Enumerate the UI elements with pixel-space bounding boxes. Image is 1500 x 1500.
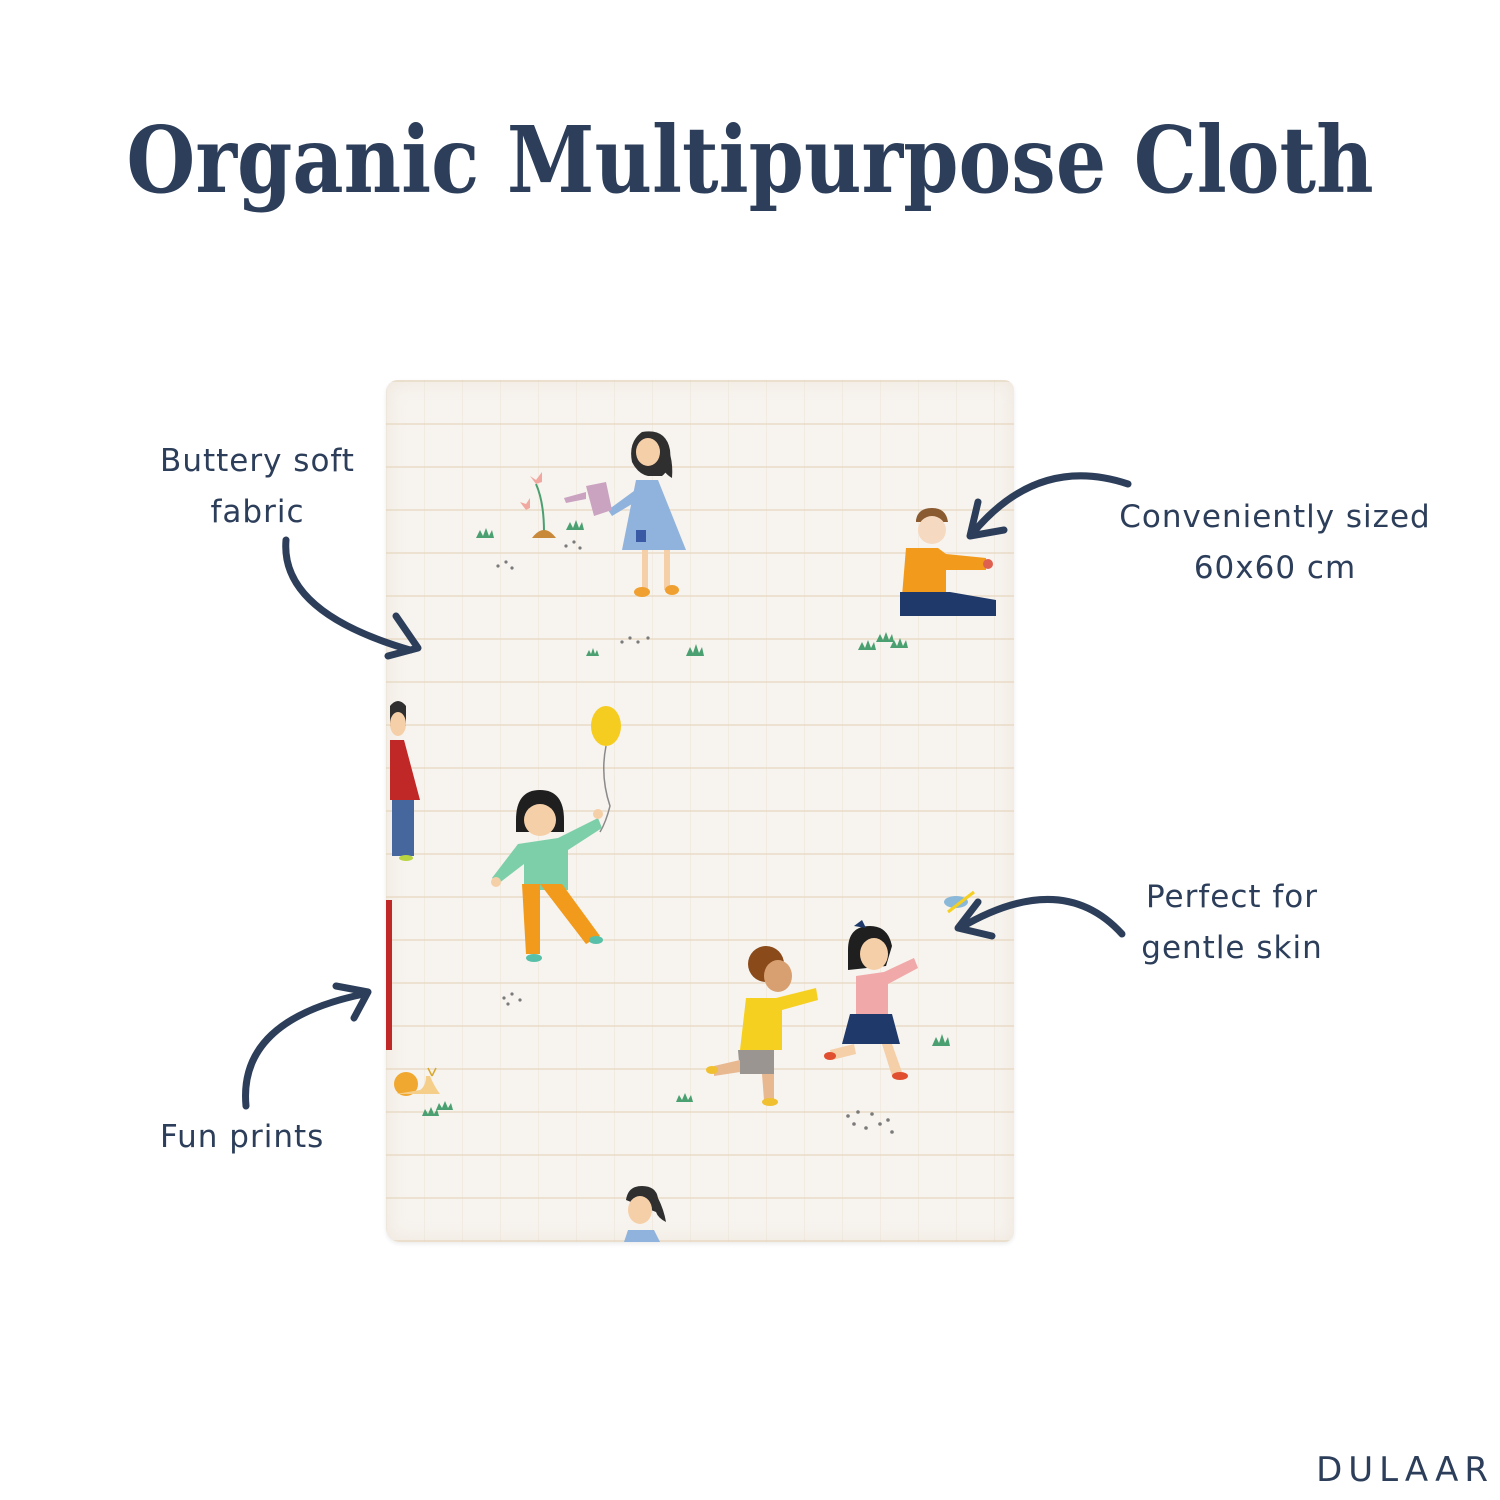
partial-boy-red-shirt-figure — [390, 701, 420, 861]
callout-text-line: Fun prints — [160, 1119, 325, 1155]
callout-text-line: fabric — [210, 494, 305, 530]
girl-with-balloon-figure — [491, 706, 621, 962]
callout-text-line: Conveniently sized — [1119, 499, 1431, 535]
brand-logo: DULAAR — [1316, 1450, 1494, 1490]
callout-soft-fabric: Buttery soft fabric — [150, 436, 365, 538]
partial-girl-bottom-figure — [624, 1186, 666, 1242]
callout-fun-prints: Fun prints — [150, 1112, 350, 1163]
sitting-boy-figure — [858, 508, 996, 650]
callout-text-line: 60x60 cm — [1193, 550, 1357, 586]
callout-size: Conveniently sized 60x60 cm — [1112, 492, 1438, 594]
product-cloth-image — [386, 380, 1014, 1242]
callout-text-line: Perfect for — [1145, 879, 1319, 915]
callout-text-line: Buttery soft — [160, 443, 355, 479]
page-title: Organic Multipurpose Cloth — [126, 105, 1374, 214]
callout-gentle-skin: Perfect for gentle skin — [1130, 872, 1334, 974]
children-print-illustration — [386, 431, 996, 1242]
callout-text-line: gentle skin — [1141, 930, 1323, 966]
running-children-figures — [676, 920, 950, 1134]
snail-figure — [394, 1067, 453, 1116]
girl-watering-plant-figure — [476, 431, 686, 597]
muslin-grid-texture — [386, 380, 1014, 1242]
butterfly-figure — [944, 890, 975, 914]
